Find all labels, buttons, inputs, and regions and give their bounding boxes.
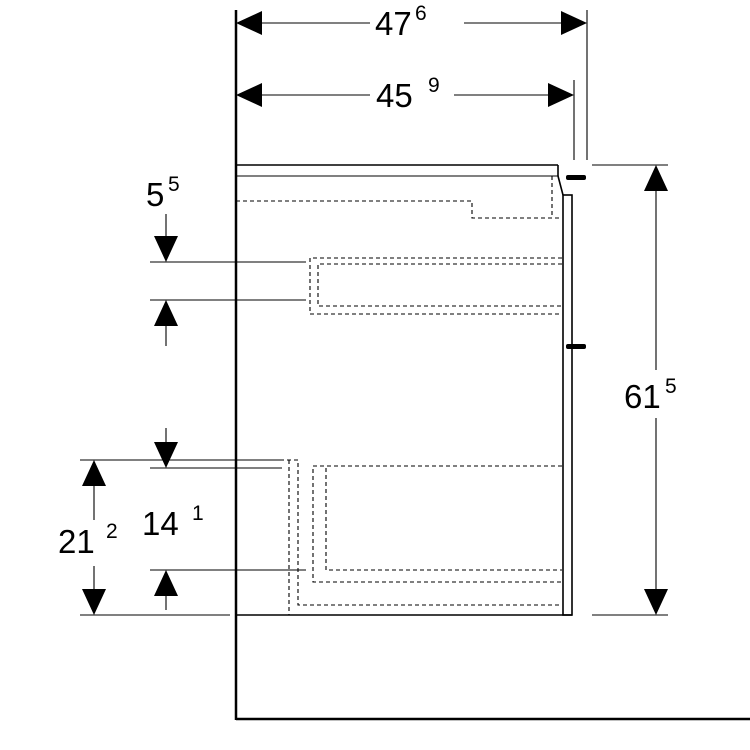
handle-top-icon (566, 175, 586, 180)
overall-height-sup: 5 (665, 375, 677, 398)
cabinet-body (236, 164, 586, 616)
arrow-up-icon (82, 460, 106, 486)
top-gap-value: 5 (146, 176, 164, 213)
arrow-down-icon (644, 589, 668, 615)
drawer-height-value: 14 (142, 505, 179, 542)
arrow-right-icon (561, 11, 587, 35)
arrow-up-icon (644, 165, 668, 191)
drawer-height-sup: 1 (192, 502, 204, 525)
dim-overall-height: 61 5 (624, 165, 677, 615)
top-gap-sup: 5 (168, 173, 180, 196)
body-width-sup: 9 (428, 74, 440, 97)
upper-drawer-hidden (309, 257, 562, 315)
arrow-right-icon (548, 83, 574, 107)
lower-height-value: 21 (58, 523, 95, 560)
handle-middle-icon (566, 344, 586, 349)
arrow-up-icon (154, 300, 178, 326)
extension-lines (80, 10, 668, 616)
lower-drawer-hidden (280, 459, 562, 615)
dim-top-gap: 5 5 (146, 173, 180, 346)
body-width-value: 45 (376, 77, 413, 114)
dim-overall-width: 47 6 (236, 2, 587, 42)
overall-height-value: 61 (624, 378, 661, 415)
arrow-down-icon (154, 236, 178, 262)
dim-drawer-height: 14 1 (142, 428, 204, 610)
overall-width-value: 47 (375, 5, 412, 42)
arrow-down-icon (154, 442, 178, 468)
arrow-left-icon (236, 83, 262, 107)
dim-body-width: 45 9 (236, 74, 574, 114)
dim-lower-height: 21 2 (58, 460, 118, 615)
top-shelf-hidden (236, 176, 562, 219)
arrow-left-icon (236, 11, 262, 35)
overall-width-sup: 6 (415, 2, 427, 25)
arrow-up-icon (154, 570, 178, 596)
lower-height-sup: 2 (106, 520, 118, 543)
arrow-down-icon (82, 589, 106, 615)
